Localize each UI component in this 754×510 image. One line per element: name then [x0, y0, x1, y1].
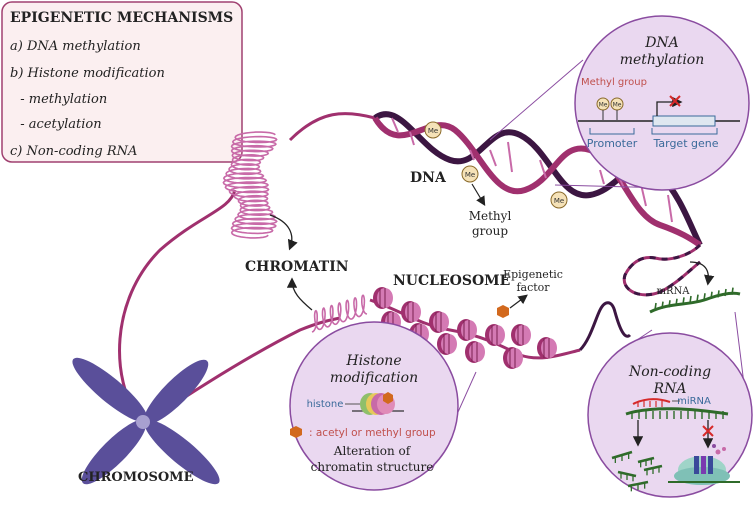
histone-icon: [352, 392, 404, 415]
ncrna-title-1: Non-coding: [628, 364, 711, 380]
mechanisms-box: EPIGENETIC MECHANISMS a) DNA methylation…: [1, 1, 243, 163]
epigenetic-factor-hexagon: [497, 305, 509, 318]
methyl-group-label-1: Methyl: [469, 209, 512, 223]
histone-caption-1: Alteration of: [333, 444, 412, 458]
dna-label: DNA: [410, 170, 447, 186]
chromatin-label: CHROMATIN: [245, 259, 349, 275]
svg-text:Me: Me: [554, 197, 564, 205]
histone-title-1: Histone: [345, 353, 401, 369]
svg-text:Me: Me: [428, 127, 438, 135]
epigenetic-factor-label-2: factor: [516, 281, 550, 294]
dna-methylation-title-1: DNA: [644, 35, 679, 51]
transcription-arrow: [656, 96, 683, 116]
svg-text:Me: Me: [465, 171, 475, 179]
histone-caption-2: chromatin structure: [311, 460, 434, 474]
mechanism-item-2: b) Histone modification: [10, 66, 165, 81]
translation-blocked-x-icon: [702, 425, 714, 437]
blocked-x-icon: [669, 95, 681, 107]
fiber-coil: [311, 294, 368, 333]
chromosome: [72, 357, 220, 485]
arrow-to-chromatin: [269, 214, 298, 251]
mechanism-item-4: - acetylation: [12, 117, 102, 132]
legend-hexagon: [290, 426, 302, 438]
svg-text:Me: Me: [613, 102, 622, 109]
dna-fiber: [288, 112, 376, 142]
mechanisms-title: EPIGENETIC MECHANISMS: [10, 10, 233, 26]
mechanism-item-3: - methylation: [12, 92, 107, 107]
mrna-label: mRNA: [657, 286, 691, 297]
arrow-from-nucleosome: [286, 277, 313, 311]
chromatin-fiber: [118, 189, 237, 421]
ncrna-title-2: RNA: [653, 381, 687, 397]
dna-methylation-title-2: methylation: [620, 52, 705, 68]
epigenetic-factor-arrow: [509, 294, 528, 309]
dna-wave-dark: [622, 243, 702, 297]
promoter-label: Promoter: [587, 137, 638, 150]
me-bead-2: Me: [461, 165, 479, 183]
svg-text:Me: Me: [599, 102, 608, 109]
dna-methylation-inset: DNA methylation Methyl group Me Me Promo…: [489, 15, 750, 191]
mirna-label: miRNA: [677, 396, 711, 407]
histone-title-2: modification: [330, 370, 418, 386]
methyl-group-label-2: group: [472, 224, 508, 238]
histone-legend: : acetyl or methyl group: [309, 427, 436, 439]
mirna-strand: [632, 398, 671, 405]
methyl-arrow: [471, 183, 486, 207]
dna-lower-wave: [578, 301, 632, 352]
non-coding-rna-inset: Non-coding RNA miRNA: [587, 311, 753, 498]
degraded-rna-fragments: [611, 450, 663, 492]
histone-label: histone: [307, 399, 344, 410]
chromatin-coil: [222, 131, 278, 239]
mrna-arrow: [689, 261, 715, 286]
mechanism-item-1: a) DNA methylation: [10, 39, 141, 54]
epigenetic-factor-label-1: Epigenetic: [503, 268, 563, 281]
nucleosome-label: NUCLEOSOME: [393, 273, 510, 289]
nucleosome-chain: [369, 287, 581, 369]
target-gene-label: Target gene: [652, 137, 718, 150]
methyl-group-inset-label: Methyl group: [581, 77, 647, 88]
mechanism-item-5: c) Non-coding RNA: [10, 144, 137, 159]
me-bead-3: Me: [550, 191, 568, 209]
histone-modification-inset: Histone modification histone : acetyl or…: [289, 321, 477, 491]
mrna-strand: [649, 287, 741, 314]
target-gene-box: [652, 115, 716, 127]
chromosome-label: CHROMOSOME: [78, 470, 194, 485]
me-bead-1: Me: [424, 121, 442, 139]
ribosome-icon: [668, 444, 740, 485]
